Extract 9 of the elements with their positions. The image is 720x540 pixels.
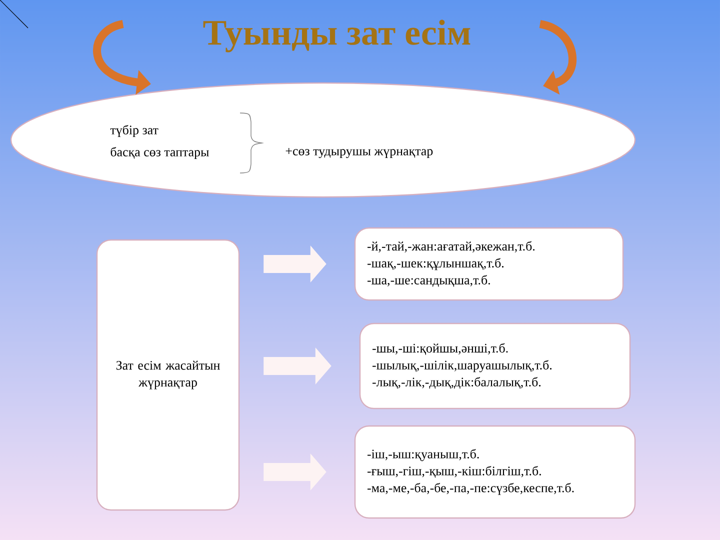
text-box: -шы,-ші:қойшы,әнші,т.б. -шылық,-шілік,шаруашылық,т.б. -лық,-лік,-дық,дік:балалық,т.б. [359, 322, 631, 410]
curved-arrow [539, 20, 576, 95]
text-box: -іш,-ыш:қуаныш,т.б. -ғыш,-гіш,-қыш,-кіш:білгіш,т.б. -ма,-ме,-ба,-бе,-па,-пе:сүзбе,кеспе,т.б. [354, 425, 636, 519]
text-box: Зат есім жасайтын жүрнақтар [96, 239, 240, 511]
text-box: -й,-тай,-жан:ағатай,әкежан,т.б. -шақ,-шек:құлыншақ,т.б. -ша,-ше:сандықша,т.б. [354, 227, 624, 301]
text: басқа сөз таптары [110, 146, 209, 159]
text: түбір зат [110, 124, 158, 137]
title: Туынды зат есім [203, 20, 470, 52]
text: +сөз тудырушы жүрнақтар [286, 148, 433, 158]
